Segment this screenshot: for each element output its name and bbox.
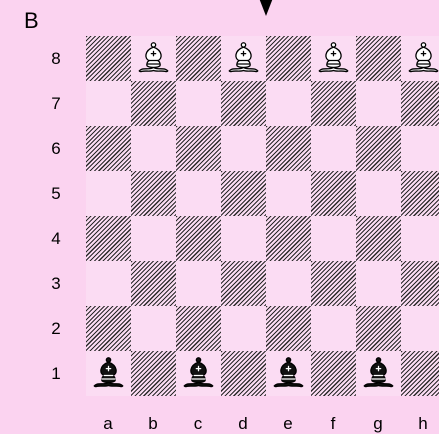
black-bishop-icon[interactable]: [269, 353, 308, 392]
square-d4[interactable]: [221, 216, 266, 261]
square-e3[interactable]: [266, 261, 311, 306]
square-a2[interactable]: [86, 306, 131, 351]
square-h5[interactable]: [401, 171, 439, 216]
square-f4[interactable]: [311, 216, 356, 261]
square-c8[interactable]: [176, 36, 221, 81]
rank-label: 4: [46, 229, 66, 249]
square-a8[interactable]: [86, 36, 131, 81]
square-c5[interactable]: [176, 171, 221, 216]
square-c3[interactable]: [176, 261, 221, 306]
rank-label: 3: [46, 274, 66, 294]
square-b6[interactable]: [131, 126, 176, 171]
square-b4[interactable]: [131, 216, 176, 261]
square-d7[interactable]: [221, 81, 266, 126]
square-e5[interactable]: [266, 171, 311, 216]
file-label: g: [368, 414, 388, 434]
square-f5[interactable]: [311, 171, 356, 216]
square-c1[interactable]: [176, 351, 221, 396]
square-h1[interactable]: [401, 351, 439, 396]
square-b7[interactable]: [131, 81, 176, 126]
file-label: d: [233, 414, 253, 434]
white-bishop-icon[interactable]: [314, 38, 353, 77]
square-a3[interactable]: [86, 261, 131, 306]
square-b2[interactable]: [131, 306, 176, 351]
square-c6[interactable]: [176, 126, 221, 171]
square-e2[interactable]: [266, 306, 311, 351]
square-h8[interactable]: [401, 36, 439, 81]
square-f1[interactable]: [311, 351, 356, 396]
square-h3[interactable]: [401, 261, 439, 306]
square-f7[interactable]: [311, 81, 356, 126]
white-bishop-icon[interactable]: [224, 38, 263, 77]
file-label: h: [413, 414, 433, 434]
square-c2[interactable]: [176, 306, 221, 351]
square-e8[interactable]: [266, 36, 311, 81]
file-label: c: [188, 414, 208, 434]
black-bishop-icon[interactable]: [89, 353, 128, 392]
square-a6[interactable]: [86, 126, 131, 171]
file-label: f: [323, 414, 343, 434]
turn-indicator-arrow-icon: [259, 0, 273, 16]
square-d1[interactable]: [221, 351, 266, 396]
black-bishop-icon[interactable]: [179, 353, 218, 392]
square-c4[interactable]: [176, 216, 221, 261]
square-g1[interactable]: [356, 351, 401, 396]
square-d2[interactable]: [221, 306, 266, 351]
square-e7[interactable]: [266, 81, 311, 126]
square-g4[interactable]: [356, 216, 401, 261]
square-a4[interactable]: [86, 216, 131, 261]
square-g7[interactable]: [356, 81, 401, 126]
square-b3[interactable]: [131, 261, 176, 306]
board-label: B: [24, 8, 39, 34]
black-bishop-icon[interactable]: [359, 353, 398, 392]
square-a7[interactable]: [86, 81, 131, 126]
square-g3[interactable]: [356, 261, 401, 306]
square-h2[interactable]: [401, 306, 439, 351]
square-a1[interactable]: [86, 351, 131, 396]
rank-label: 2: [46, 319, 66, 339]
square-f2[interactable]: [311, 306, 356, 351]
square-g6[interactable]: [356, 126, 401, 171]
square-h7[interactable]: [401, 81, 439, 126]
square-d8[interactable]: [221, 36, 266, 81]
square-g8[interactable]: [356, 36, 401, 81]
square-e4[interactable]: [266, 216, 311, 261]
square-b8[interactable]: [131, 36, 176, 81]
square-f8[interactable]: [311, 36, 356, 81]
white-bishop-icon[interactable]: [134, 38, 173, 77]
square-d3[interactable]: [221, 261, 266, 306]
file-label: e: [278, 414, 298, 434]
rank-label: 8: [46, 49, 66, 69]
square-a5[interactable]: [86, 171, 131, 216]
file-label: b: [143, 414, 163, 434]
square-e1[interactable]: [266, 351, 311, 396]
square-b5[interactable]: [131, 171, 176, 216]
square-h6[interactable]: [401, 126, 439, 171]
square-c7[interactable]: [176, 81, 221, 126]
square-d5[interactable]: [221, 171, 266, 216]
square-g2[interactable]: [356, 306, 401, 351]
rank-label: 7: [46, 94, 66, 114]
chess-board: [86, 36, 439, 396]
rank-label: 6: [46, 139, 66, 159]
file-label: a: [98, 414, 118, 434]
square-g5[interactable]: [356, 171, 401, 216]
square-b1[interactable]: [131, 351, 176, 396]
square-f6[interactable]: [311, 126, 356, 171]
square-e6[interactable]: [266, 126, 311, 171]
square-d6[interactable]: [221, 126, 266, 171]
white-bishop-icon[interactable]: [404, 38, 439, 77]
square-h4[interactable]: [401, 216, 439, 261]
rank-label: 5: [46, 184, 66, 204]
square-f3[interactable]: [311, 261, 356, 306]
rank-label: 1: [46, 364, 66, 384]
